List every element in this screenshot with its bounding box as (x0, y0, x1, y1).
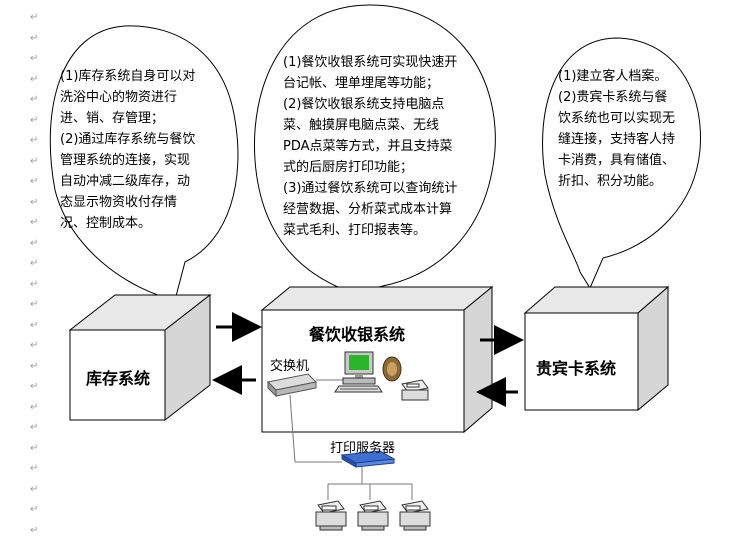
pos-callout-line: (3)通过餐饮系统可以查询统计经营数据、分析菜式成本计算菜式毛利、打印报表等。 (283, 181, 458, 238)
printer-icon (315, 500, 347, 531)
print-server-label: 打印服务器 (330, 441, 396, 456)
computer-icon (334, 351, 383, 393)
switch-icon (266, 373, 318, 398)
pos-callout-text: (1)餐饮收银系统可实现快速开台记帐、埋单埋尾等功能； (2)餐饮收银系统支持电… (283, 52, 463, 241)
inventory-callout-line: (1)库存系统自身可以对洗浴中心的物资进行进、销、存管理； (60, 69, 196, 126)
vip-callout-text: (1)建立客人档案。 (2)贵宾卡系统与餐饮系统也可以实现无缝连接，支持客人持卡… (558, 66, 680, 192)
printer-icon (399, 500, 431, 531)
vip-callout-line: (1)建立客人档案。 (558, 69, 668, 84)
print-server-icon (340, 450, 396, 468)
vip-callout-line: (2)贵宾卡系统与餐饮系统也可以实现无缝连接，支持客人持卡消费，具有储值、折扣、… (558, 90, 676, 189)
pos-callout-line: (2)餐饮收银系统支持电脑点菜、触摸屏电脑点菜、无线PDA点菜等方式，并且支持菜… (283, 97, 453, 175)
vip-box (523, 285, 670, 412)
vip-callout-bubble (542, 37, 701, 290)
pos-box-label: 餐饮收银系统 (309, 325, 406, 344)
printer-icon (357, 500, 389, 531)
inventory-box-label: 库存系统 (86, 369, 151, 388)
switch-label: 交换机 (270, 359, 310, 374)
paragraph-marks: ↵↵↵↵↵↵↵↵↵↵↵↵↵↵↵↵↵↵↵↵↵↵↵↵↵↵ (30, 12, 39, 536)
kitchen-printer-icon (401, 379, 429, 401)
vip-box-label: 贵宾卡系统 (536, 359, 617, 378)
inventory-box (68, 293, 212, 422)
logo-seal-icon (382, 356, 402, 382)
inventory-callout-text: (1)库存系统自身可以对洗浴中心的物资进行进、销、存管理； (2)通过库存系统与… (60, 66, 200, 234)
pos-callout-line: (1)餐饮收银系统可实现快速开台记帐、埋单埋尾等功能； (283, 55, 458, 91)
inventory-callout-line: (2)通过库存系统与餐饮管理系统的连接，实现自动冲减二级库存，动态显示物资收付存… (60, 132, 196, 231)
